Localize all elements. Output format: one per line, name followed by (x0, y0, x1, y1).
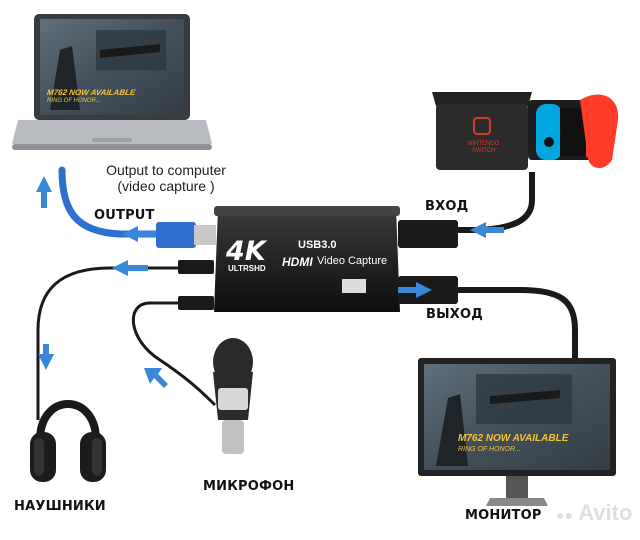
hdmi-output-cable (455, 287, 578, 360)
monitor (418, 358, 616, 506)
laptop (12, 14, 212, 150)
laptop-banner-line2: RING OF HONOR... (47, 98, 101, 104)
switch-brand-line2: SWITCH (471, 148, 496, 154)
output-note-line2: (video capture ) (117, 178, 215, 194)
headphones-label: НАУШНИКИ (14, 499, 106, 514)
badge-ultrahd: ULTRSHD (228, 264, 266, 273)
switch-brand: NINTENDO SWITCH (468, 141, 499, 155)
headphones (30, 400, 106, 482)
monitor-banner-line2: RING OF HONOR... (458, 446, 521, 453)
capture-device (156, 206, 458, 312)
output-note-line1: Output to computer (106, 162, 226, 178)
usb-version: USB3.0 (298, 239, 337, 251)
arrow-left-input (470, 222, 504, 238)
output-note: Output to computer (video capture ) (86, 162, 246, 194)
input-label: ВХОД (425, 199, 469, 214)
usb-cable (58, 166, 162, 238)
switch-brand-line1: NINTENDO (468, 141, 500, 147)
arrow-left-usb (122, 226, 156, 242)
microphone-label: МИКРОФОН (203, 479, 295, 494)
monitor-banner-line1: M762 NOW AVAILABLE (458, 433, 569, 444)
laptop-banner-line1: M762 NOW AVAILABLE (46, 88, 136, 97)
badge-4k: 4K (226, 236, 266, 267)
microphone (213, 338, 253, 454)
capture-title: Video Capture (317, 255, 388, 267)
watermark-dots-icon: ●● (556, 507, 573, 523)
microphone-cable (132, 301, 217, 407)
output-ru-label: ВЫХОД (426, 307, 484, 322)
arrow-up-output (36, 176, 52, 208)
watermark-text: Avito (578, 500, 633, 525)
arrow-left-headphone (112, 260, 148, 276)
headphone-cable (36, 266, 178, 420)
arrow-up-microphone (144, 368, 168, 388)
watermark-logo: ●● Avito (556, 500, 632, 526)
output-label: OUTPUT (94, 208, 155, 223)
nintendo-switch (432, 92, 619, 170)
hdmi-logo: HDMI (282, 255, 313, 269)
arrow-down-headphone (38, 344, 54, 370)
monitor-label: МОНИТОР (465, 508, 542, 523)
arrow-right-output (398, 282, 432, 298)
